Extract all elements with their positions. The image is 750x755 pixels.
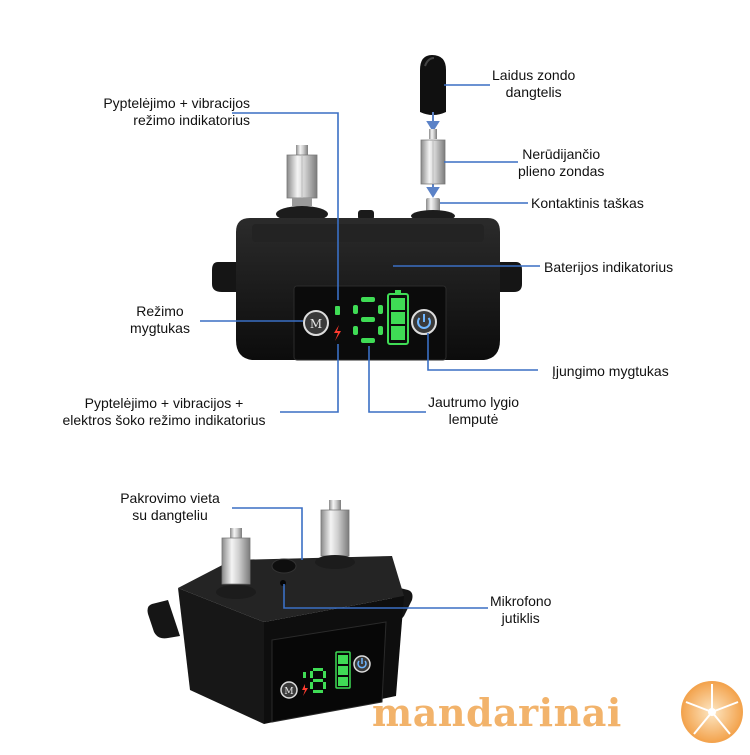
bottom-probe-right (315, 500, 355, 569)
label-charging-line1: Pakrovimo vieta (120, 490, 220, 506)
orange-logo-icon (681, 681, 743, 743)
bottom-collar-device: M (147, 500, 413, 724)
bottom-battery (335, 651, 351, 689)
label-microphone-line1: Mikrofono (490, 593, 552, 609)
bottom-mode-glyph: M (284, 687, 293, 697)
mode-button-glyph: M (310, 317, 322, 331)
label-beep-line1: Pyptelėjimo + vibracijos (103, 95, 250, 111)
label-shock-indicator: Pyptelėjimo + vibracijos + elektros šoko… (46, 395, 282, 429)
bottom-sensitivity-leds (303, 668, 326, 693)
label-microphone: Mikrofono jutiklis (490, 593, 551, 627)
label-mode-line2: mygtukas (130, 320, 190, 336)
label-sensitivity-line2: lemputė (448, 411, 499, 427)
label-shock-line1: Pyptelėjimo + vibracijos + (84, 395, 244, 411)
label-charging-port: Pakrovimo vieta su dangteliu (108, 490, 232, 524)
label-power-button: Įjungimo mygtukas (552, 363, 669, 380)
charging-port (271, 558, 297, 574)
shock-led (334, 325, 341, 341)
label-power-line1: Įjungimo mygtukas (552, 363, 669, 379)
label-charging-line2: su dangteliu (132, 507, 208, 523)
steel-probe-detached (420, 129, 446, 185)
label-contact-point-line1: Kontaktinis taškas (531, 195, 644, 211)
label-beep-line2: režimo indikatorius (133, 112, 250, 128)
power-icon (417, 317, 431, 329)
beep-vibration-led (335, 306, 340, 315)
label-steel-probe: Nerūdijančio plieno zondas (518, 146, 604, 180)
label-microphone-line2: jutiklis (501, 610, 540, 626)
top-collar-device: M (212, 55, 522, 361)
label-mode-button: Režimo mygtukas (120, 303, 200, 337)
leader-lines-top (200, 84, 540, 413)
microphone-hole (280, 580, 286, 586)
probe-cap (420, 55, 446, 115)
assembly-arrows (426, 112, 440, 198)
label-mode-line1: Režimo (136, 303, 184, 319)
bottom-probe-left (216, 528, 256, 599)
label-steel-probe-line2: plieno zondas (518, 163, 605, 179)
watermark-text: mandarinai (372, 690, 622, 735)
label-beep-vibration-indicator: Pyptelėjimo + vibracijos režimo indikato… (66, 95, 250, 129)
label-steel-probe-line1: Nerūdijančio (522, 146, 601, 162)
label-probe-cap-line1: Laidus zondo (492, 67, 576, 83)
bottom-mode-button (280, 681, 298, 699)
mode-button[interactable]: M (303, 310, 329, 336)
label-battery-line1: Baterijos indikatorius (544, 259, 674, 275)
label-contact-point: Kontaktinis taškas (531, 195, 644, 212)
leader-lines-bottom (232, 507, 488, 609)
label-battery-indicator: Baterijos indikatorius (544, 259, 673, 276)
label-probe-cap: Laidus zondo dangtelis (492, 67, 575, 101)
power-button[interactable] (411, 309, 437, 335)
label-probe-cap-line2: dangtelis (505, 84, 562, 100)
label-sensitivity-light: Jautrumo lygio lemputė (428, 394, 519, 428)
label-shock-line2: elektros šoko režimo indikatorius (62, 412, 266, 428)
label-sensitivity-line1: Jautrumo lygio (428, 394, 520, 410)
sensitivity-leds (353, 297, 383, 343)
steel-probe-mounted (276, 145, 328, 222)
battery-indicator (387, 290, 409, 345)
